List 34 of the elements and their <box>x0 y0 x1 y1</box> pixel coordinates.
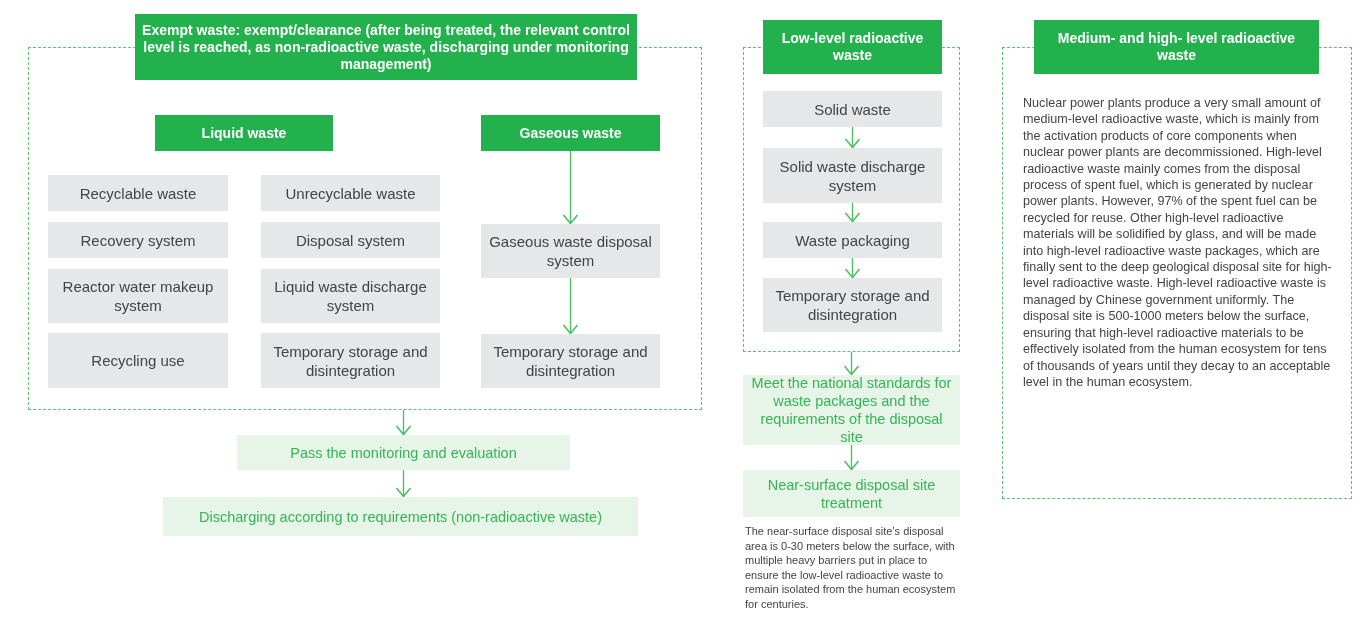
process-box: Unrecyclable waste <box>261 175 440 211</box>
process-box: Gaseous waste disposal system <box>481 224 660 278</box>
process-box: Waste packaging <box>763 222 942 258</box>
process-box: Recycling use <box>48 333 228 388</box>
process-box: Liquid waste discharge system <box>261 269 440 323</box>
arrow <box>843 351 860 376</box>
result-box: Pass the monitoring and evaluation <box>237 435 570 470</box>
process-box: Disposal system <box>261 222 440 258</box>
result-box: Meet the national standards for waste packages and the requirements of the disposal site <box>743 375 960 445</box>
arrow <box>562 277 579 335</box>
process-box: Solid waste discharge system <box>763 148 942 203</box>
process-box: Recovery system <box>48 222 228 258</box>
process-box: Temporary storage and disintegration <box>763 278 942 332</box>
arrow <box>562 150 579 225</box>
section-heading: Exempt waste: exempt/clearance (after being treated, the relevant control level is reached, as non-radioactive waste, discharging under monitoring management) <box>135 14 637 80</box>
result-box: Discharging according to requirements (non-radioactive waste) <box>163 497 638 536</box>
result-box: Near-surface disposal site treatment <box>743 470 960 517</box>
arrow <box>844 257 861 279</box>
section-heading: Low-level radioactive waste <box>763 20 942 74</box>
note-text: The near-surface disposal site’s disposal area is 0-30 meters below the surface, with multiple heavy barriers put in place to ensure the low-level radioactive waste to remain isolated from the human ecosystem for centuries. <box>745 524 957 612</box>
section-heading: Medium- and high- level radioactive waste <box>1034 20 1319 74</box>
process-box: Reactor water makeup system <box>48 269 228 323</box>
process-box: Temporary storage and disintegration <box>261 333 440 388</box>
arrow <box>844 202 861 223</box>
process-box: Solid waste <box>763 91 942 127</box>
process-box: Recyclable waste <box>48 175 228 211</box>
category-header: Gaseous waste <box>481 115 660 151</box>
arrow <box>395 469 412 498</box>
arrow <box>844 126 861 149</box>
category-header: Liquid waste <box>155 115 333 151</box>
arrow <box>395 409 412 436</box>
description-text: Nuclear power plants produce a very small amount of medium-level radioactive waste, which is mainly from the activation products of core components when nuclear power plants are decommissioned. High-level radioactive waste mainly comes from the disposal process of spent fuel, which is generated by nuclear power plants. However, 97% of the spent fuel can be recycled for reuse. Other high-level radioactive materials will be solidified by glass, and will be made into high-level radioactive waste packages, which are finally sent to the deep geological disposal site for high-level radioactive waste. High-level radioactive waste is managed by Chinese government uniformly. The disposal site is 500-1000 meters below the surface, ensuring that high-level radioactive materials to be effectively isolated from the human ecosystem for tens of thousands of years until they decay to an acceptable level in the human ecosystem. <box>1023 95 1333 391</box>
arrow <box>843 444 860 471</box>
process-box: Temporary storage and disintegration <box>481 334 660 388</box>
